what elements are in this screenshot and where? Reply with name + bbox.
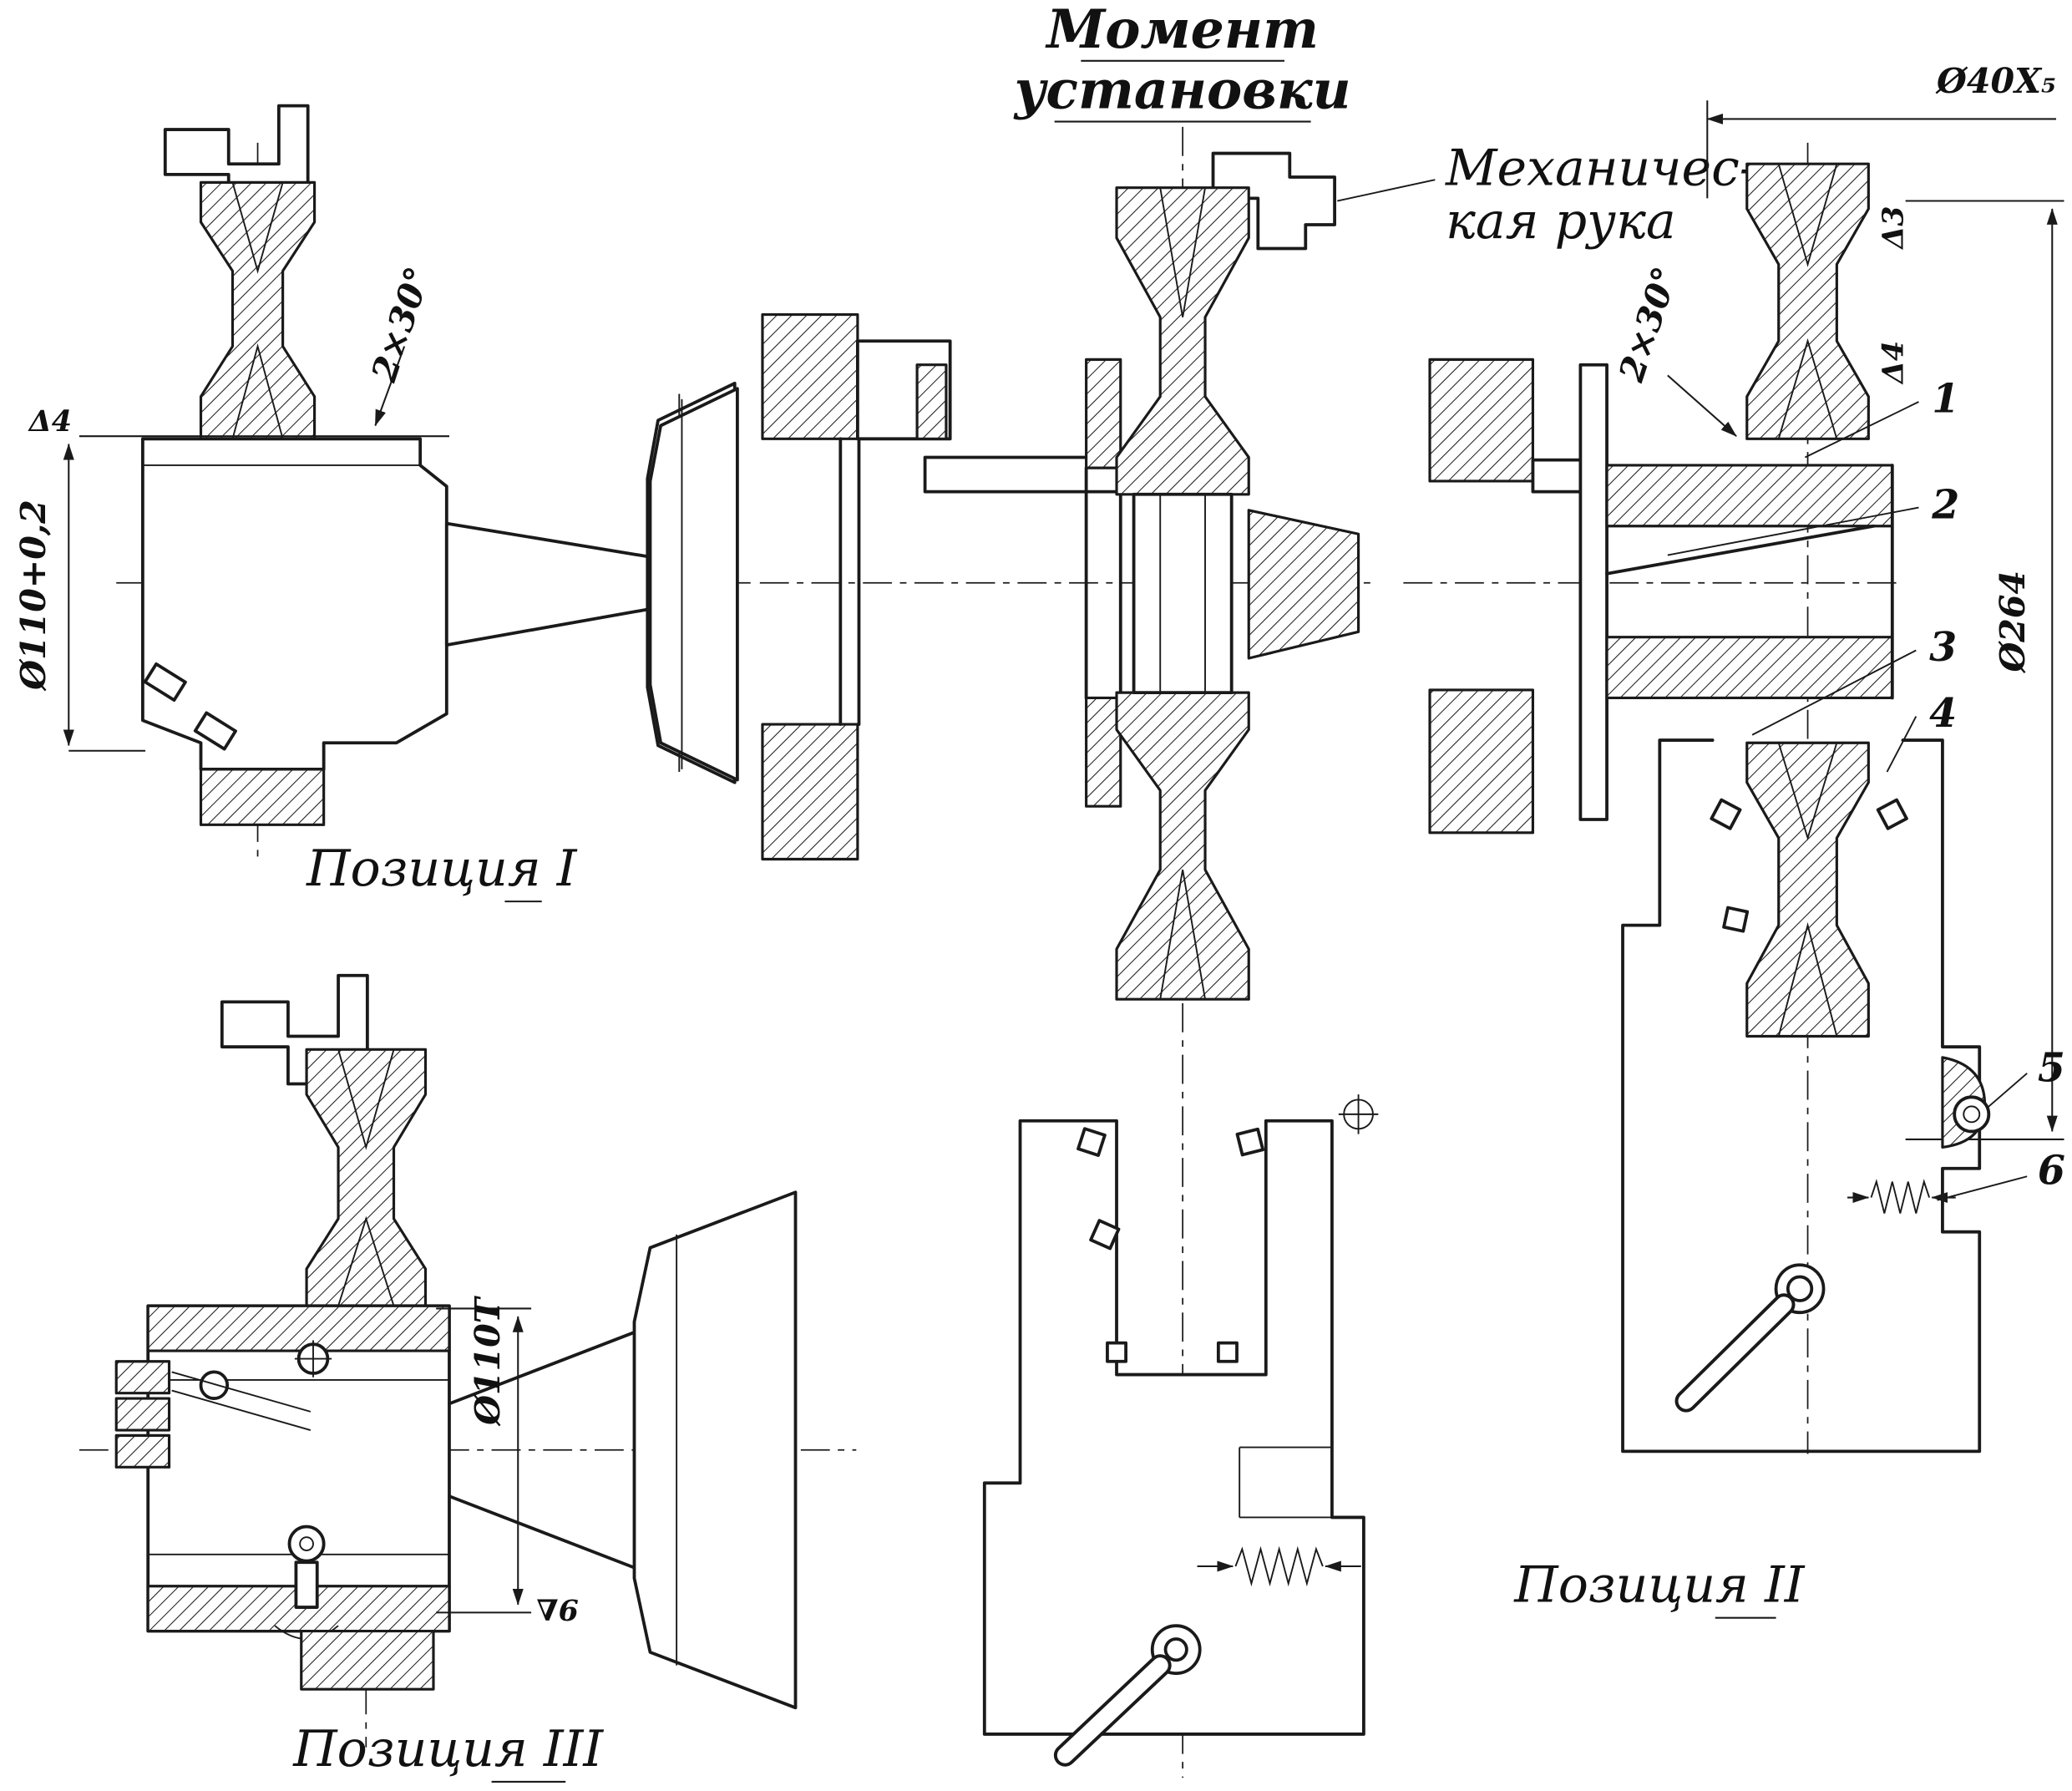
spring-symbol [1870, 1179, 1931, 1214]
lever-handle-fill [1678, 1296, 1792, 1409]
spring-symbol [1234, 1545, 1324, 1587]
pulley-section [1745, 162, 1870, 440]
pivot-pin [199, 1370, 230, 1400]
dim-delta4-left-label: Δ4 [28, 404, 72, 439]
flange-block-lower [1428, 688, 1535, 835]
callout-1: 1 [1932, 376, 1959, 423]
gripper-outline [1621, 738, 1982, 1454]
hub-wall-upper [1605, 464, 1894, 528]
caption-position-1: Позиция I [306, 840, 578, 898]
pulley-groove-lines [337, 1049, 395, 1306]
lever-handle-fill [1056, 1657, 1168, 1763]
taper-line [448, 1331, 636, 1406]
lever-pivot-center [1163, 1637, 1188, 1662]
clamp-hatch-top [146, 1304, 451, 1352]
pulley-groove-lines [231, 182, 284, 439]
clamp-bolt-center [299, 1536, 314, 1551]
dim-diameter-110-label: Ø110+0,2 [13, 500, 53, 692]
dim-diameter-264-label: Ø264 [1992, 571, 2033, 674]
callout-leader-2 [1667, 506, 1919, 556]
tailstock-step-hatched [915, 363, 948, 440]
adjusting-screw [1953, 1095, 1991, 1134]
gripper-tab [1077, 1127, 1107, 1157]
clamp-block [199, 768, 326, 826]
dim-diameter-110t-label: Ø110T [467, 1295, 508, 1427]
flange-plate [1578, 363, 1608, 821]
jaw-tab [193, 711, 237, 751]
serrated-jaw [114, 1433, 171, 1469]
pulley-groove-lines [1777, 742, 1838, 1037]
workpiece-pulley-lower [1115, 691, 1250, 1001]
center-cup [648, 387, 739, 782]
chamfer-leader [374, 346, 406, 427]
gripper-tab [1089, 1219, 1121, 1251]
gripper-tab [1235, 1127, 1265, 1157]
base-block [300, 1629, 435, 1691]
flange-lower [1085, 696, 1122, 808]
callout-3: 3 [1929, 624, 1957, 671]
pulley-groove-lines [1159, 187, 1206, 1000]
locating-cone [1247, 509, 1360, 660]
position-2-view: Ø40X₅ Ø264 2×30° Δ3 Δ4 1 2 3 4 [1403, 60, 2065, 1619]
gripper-tab [1216, 1341, 1239, 1363]
caption-position-2: Позиция II [1513, 1556, 1805, 1615]
mechanical-arm-label-1: Механичес- [1445, 140, 1756, 198]
callout-leader-1 [1804, 401, 1919, 459]
caption-position-3: Позиция III [292, 1720, 604, 1778]
dim-diameter-40-label: Ø40X₅ [1935, 60, 2056, 101]
adjusting-screw-center [1963, 1105, 1981, 1124]
clamp-arm-line [171, 1371, 312, 1413]
gripper-tab [1722, 906, 1750, 933]
cone-line [1605, 524, 1876, 576]
callout-leader-6 [1937, 1175, 2028, 1201]
chamfer-leader [1667, 374, 1737, 437]
clamp-arm-line [171, 1389, 312, 1431]
callout-leader-3 [1751, 649, 1917, 736]
gripper-tab [1876, 798, 1908, 830]
dim-delta4-right-label: Δ4 [1876, 341, 1910, 385]
callout-leader-5 [1987, 1073, 2028, 1109]
flange-block-upper [1428, 358, 1535, 483]
position-3-view: Ø110T ∇6 Позиция III [79, 973, 857, 1783]
dim-roughness-label: ∇6 [536, 1594, 578, 1628]
gripper-schematic-center [982, 1094, 1379, 1767]
tailstock-block-lower [761, 723, 859, 861]
workpiece-hub [1132, 492, 1234, 695]
callout-6: 6 [2038, 1148, 2065, 1195]
gripper-tab [1106, 1341, 1127, 1363]
flange-upper [1085, 358, 1122, 469]
tailstock-block-upper [761, 313, 859, 440]
title-line-2: установки [1013, 59, 1351, 121]
jaw-tab [143, 662, 187, 702]
gripper-tab [1710, 798, 1742, 830]
callout-leader-4 [1886, 716, 1917, 773]
workpiece-pulley-upper [1115, 186, 1250, 496]
clamp-bolt-stem [294, 1560, 319, 1609]
pulley-in-gripper [1745, 741, 1870, 1038]
pulley-groove-lines [1777, 163, 1838, 439]
moment-view: Момент установки Механичес- кая рука [648, 0, 1756, 1778]
mechanical-arm-leader [1337, 179, 1436, 202]
callout-5: 5 [2038, 1044, 2065, 1091]
mechanical-arm-label-2: кая рука [1446, 192, 1676, 251]
center-cup [632, 1190, 798, 1710]
callout-4: 4 [1929, 690, 1957, 737]
title-line-1: Момент [1045, 0, 1319, 60]
serrated-jaw [114, 1397, 171, 1432]
dim-delta3-label: Δ3 [1876, 206, 1910, 251]
lever-pivot-center [1786, 1275, 1814, 1302]
hub-wall-lower [1605, 636, 1894, 700]
clamp-bolt [287, 1525, 326, 1563]
serrated-jaw [114, 1360, 171, 1395]
callout-2: 2 [1931, 481, 1959, 528]
chuck-body [140, 437, 448, 771]
taper-line [448, 1494, 636, 1570]
